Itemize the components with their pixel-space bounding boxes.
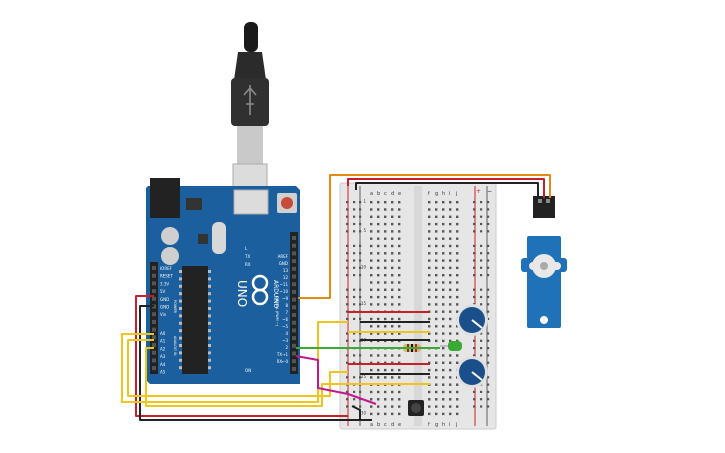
power-pin-label: GND — [160, 297, 169, 302]
breadboard-jumpers[interactable] — [348, 311, 430, 385]
wires[interactable] — [121, 174, 551, 421]
wire-black-gnd — [139, 305, 360, 421]
power-pin-label: 5V — [160, 289, 166, 294]
power-pin-label: RESET — [160, 274, 173, 279]
board-name: UNO — [235, 280, 249, 307]
digital-pin-label: AREF — [278, 254, 289, 259]
power-pin-label: IOREF — [160, 266, 173, 271]
potentiometer-2[interactable] — [456, 356, 488, 388]
digital-pin-label: 8 — [285, 303, 288, 308]
arduino-logo: ARDUINO UNO — [235, 274, 279, 309]
column-letter: h — [442, 422, 445, 428]
rx-label: RX — [245, 262, 251, 267]
column-letter: a — [370, 422, 373, 428]
dc-jack — [150, 178, 180, 218]
column-letter: g — [435, 191, 438, 197]
digital-label: DIGITAL (PWM ~) — [275, 296, 279, 327]
row-number: 10 — [361, 265, 367, 270]
column-letter: d — [391, 422, 394, 428]
on-label: ON — [245, 368, 251, 373]
svg-text:ARDUINO: ARDUINO — [272, 280, 279, 309]
analog-pin-label: A0 — [160, 331, 166, 336]
led[interactable] — [440, 341, 462, 351]
usb-port — [233, 189, 269, 215]
minus-label: − — [487, 188, 492, 195]
servo-motor[interactable] — [521, 196, 567, 328]
potentiometer-1[interactable] — [456, 304, 488, 336]
digital-pin-label: 2 — [285, 345, 288, 350]
column-letter: e — [398, 422, 401, 428]
wire-red-servo-power — [347, 178, 545, 198]
digital-pin-label: ~5 — [282, 324, 288, 329]
digital-pin-label: ~3 — [282, 338, 288, 343]
arduino-uno-board[interactable]: ARDUINO UNO POWER ANALOG IN DIGITAL (PWM… — [146, 178, 300, 384]
column-letter: e — [398, 191, 401, 197]
row-number: 30 — [361, 411, 367, 416]
crystal — [212, 222, 226, 254]
row-number: 5 — [363, 228, 366, 233]
left-header — [150, 262, 158, 374]
capacitor — [161, 247, 179, 265]
wire-orange-servo-signal — [298, 174, 551, 299]
column-letter: g — [435, 422, 438, 428]
column-letter: c — [384, 191, 387, 197]
digital-pin-label: 13 — [283, 268, 289, 273]
column-letter: b — [377, 191, 380, 197]
capacitor — [161, 227, 179, 245]
analog-pin-label: A1 — [160, 339, 166, 344]
wire-red-5v — [135, 295, 348, 417]
power-pin-label: GND — [160, 305, 169, 310]
wire-magenta-button — [295, 355, 377, 405]
digital-pin-label: 7 — [285, 310, 288, 315]
column-letter: i — [449, 191, 450, 197]
column-letter: b — [377, 422, 380, 428]
digital-pin-label: ~10 — [280, 289, 289, 294]
column-letter: f — [428, 422, 430, 428]
analog-pin-label: A2 — [160, 346, 166, 351]
wire-yellow-a1 — [127, 339, 348, 397]
analog-pin-label: A5 — [160, 370, 166, 375]
row-number: 25 — [361, 374, 367, 379]
wire-yellow-a0 — [121, 321, 348, 403]
power-label: POWER — [173, 300, 177, 314]
column-letter: j — [455, 422, 457, 428]
digital-pin-label: TX→1 — [276, 352, 289, 357]
digital-pin-label: GND — [279, 261, 288, 266]
wire-black-button-gnd — [351, 405, 372, 421]
row-number: 1 — [363, 199, 366, 204]
tx-label: TX — [244, 254, 250, 259]
column-letter: c — [384, 422, 387, 428]
digital-pin-label: 12 — [283, 275, 289, 280]
analog-pin-label: A3 — [160, 354, 166, 359]
column-letter: j — [455, 191, 457, 197]
usb-cable[interactable] — [231, 22, 269, 215]
column-letter: h — [442, 191, 445, 197]
wire-black-servo-ground — [355, 182, 539, 198]
l-label: L — [245, 246, 248, 251]
digital-pin-label: ~9 — [282, 296, 288, 301]
analog-pin-label: A4 — [160, 362, 166, 367]
column-letter: i — [449, 422, 450, 428]
plus-label: + — [476, 188, 481, 195]
right-header — [290, 232, 298, 374]
analog-label: ANALOG IN — [173, 336, 177, 356]
row-number: 15 — [361, 301, 367, 306]
column-letter: f — [428, 191, 430, 197]
atmega-chip — [182, 266, 208, 374]
wire-yellow-a2 — [145, 347, 348, 407]
digital-pin-label: RX←0 — [277, 359, 289, 364]
digital-pin-label: ~6 — [282, 317, 288, 322]
power-pin-label: Vin — [160, 312, 167, 317]
pushbutton[interactable] — [408, 400, 424, 416]
power-pin-label: 3.3V — [160, 281, 169, 286]
column-letter: a — [370, 191, 373, 197]
digital-pin-label: 4 — [285, 331, 288, 336]
column-letter: d — [391, 191, 394, 197]
digital-pin-label: ~11 — [280, 282, 289, 287]
